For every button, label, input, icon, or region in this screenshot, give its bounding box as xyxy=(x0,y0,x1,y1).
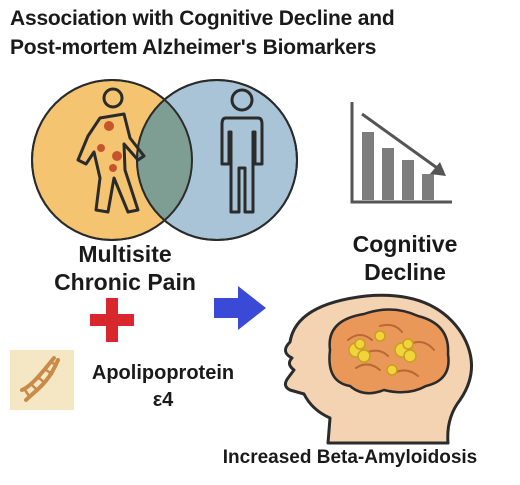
cognitive-label-line-2: Decline xyxy=(364,259,446,285)
apoe-label-line-2: ε4 xyxy=(152,389,174,411)
chart-bar-2 xyxy=(382,148,394,200)
title-line-2: Post-mortem Alzheimer's Biomarkers xyxy=(10,36,377,59)
chart-bar-1 xyxy=(362,132,374,200)
brain xyxy=(328,308,450,395)
plus-icon xyxy=(90,298,134,342)
page-title: Association with Cognitive Decline and P… xyxy=(10,4,510,62)
pain-points xyxy=(97,121,122,172)
venn-overlap xyxy=(137,80,192,240)
right-arrow-icon xyxy=(214,286,266,330)
chart-bar-3 xyxy=(402,160,414,200)
pain-label-line-2: Chronic Pain xyxy=(54,269,196,295)
trend-line xyxy=(361,112,441,172)
venn-diagram-icon xyxy=(31,79,298,241)
person-with-pain-points-icon xyxy=(76,87,146,214)
chart-axes xyxy=(350,102,452,204)
amyloidosis-label: Increased Beta-Amyloidosis xyxy=(222,447,478,468)
person-outline-icon xyxy=(220,88,264,214)
chart-bar-4 xyxy=(422,174,434,200)
cognitive-label-line-1: Cognitive xyxy=(352,231,458,257)
declining-bar-chart-icon xyxy=(350,102,452,204)
pain-label: Multisite Chronic Pain xyxy=(30,240,220,296)
trend-arrowhead xyxy=(430,162,446,176)
amyloid-plaques xyxy=(348,330,417,376)
pain-label-line-1: Multisite xyxy=(78,241,172,267)
cognitive-decline-label: Cognitive Decline xyxy=(320,230,490,286)
title-line-1: Association with Cognitive Decline and xyxy=(10,7,395,30)
apoe-label-line-1: Apolipoprotein xyxy=(91,362,235,384)
head-with-brain-icon xyxy=(283,293,473,445)
dna-helix-icon xyxy=(10,350,74,410)
apoe-label: Apolipoprotein ε4 xyxy=(78,360,248,414)
